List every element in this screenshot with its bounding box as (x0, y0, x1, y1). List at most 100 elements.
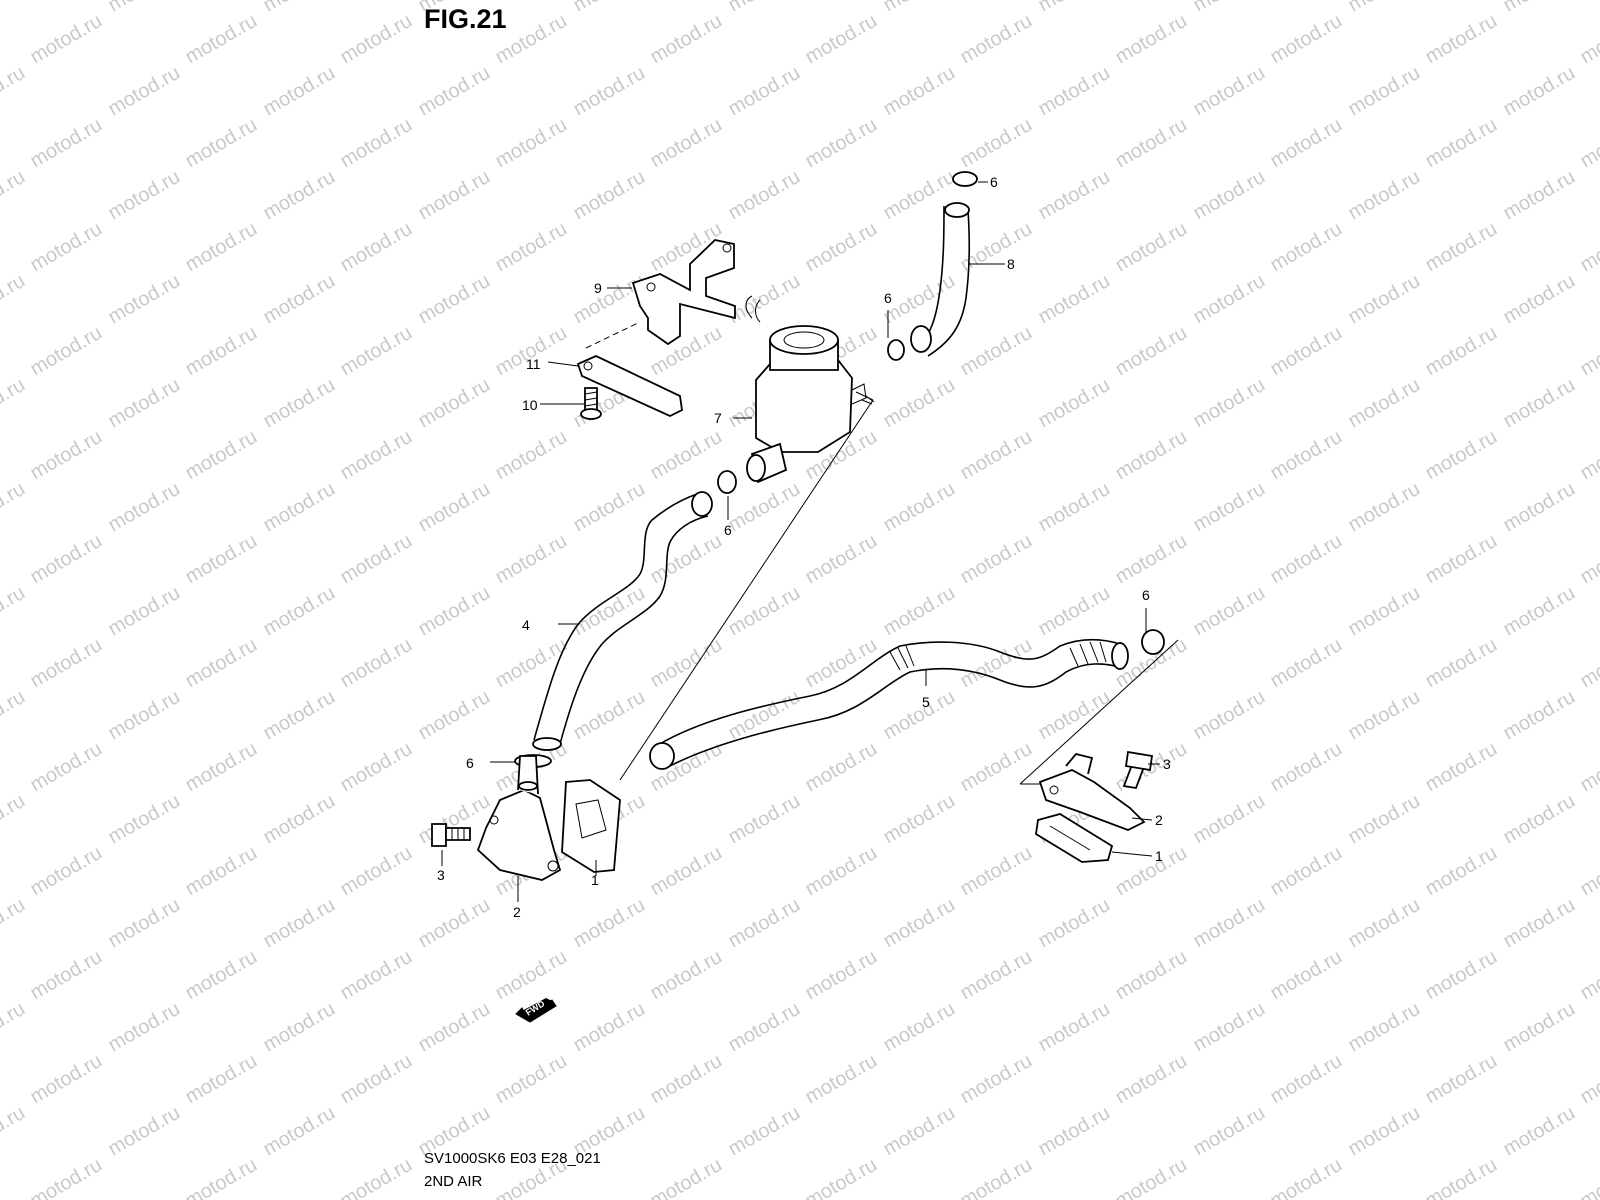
watermark-text: motod.ru (492, 426, 571, 485)
watermark-text: motod.ru (1577, 738, 1600, 797)
watermark-text: motod.ru (415, 582, 494, 641)
watermark-text: motod.ru (1267, 322, 1346, 381)
watermark-text: motod.ru (647, 1050, 726, 1109)
watermark-text: motod.ru (1345, 62, 1424, 121)
watermark-text: motod.ru (1112, 1050, 1191, 1109)
watermark-text: motod.ru (1190, 0, 1269, 16)
part-6-clamp-hose5[interactable] (1141, 629, 1165, 655)
watermark-text: motod.ru (1345, 478, 1424, 537)
watermark-text: motod.ru (1345, 0, 1424, 16)
watermark-text: motod.ru (1577, 946, 1600, 1005)
watermark-text: motod.ru (1267, 946, 1346, 1005)
watermark-text: motod.ru (957, 1050, 1036, 1109)
watermark-text: motod.ru (337, 1154, 416, 1200)
part-5-hose[interactable] (649, 638, 1129, 770)
callout-1-right: 1 (1155, 848, 1163, 864)
watermark-text: motod.ru (880, 478, 959, 537)
part-2-pipe-right[interactable] (1038, 752, 1146, 831)
watermark-text: motod.ru (570, 0, 649, 16)
watermark-text: motod.ru (105, 686, 184, 745)
callout-7: 7 (714, 410, 722, 426)
watermark-text: motod.ru (337, 634, 416, 693)
part-6-clamp-valve-right[interactable] (887, 339, 905, 361)
watermark-text: motod.ru (1190, 998, 1269, 1057)
watermark-text: motod.ru (1500, 1102, 1579, 1161)
watermark-text: motod.ru (1500, 374, 1579, 433)
watermark-text: motod.ru (957, 426, 1036, 485)
watermark-text: motod.ru (802, 218, 881, 277)
watermark-text: motod.ru (492, 946, 571, 1005)
watermark-text: motod.ru (1035, 0, 1114, 16)
watermark-text: motod.ru (260, 894, 339, 953)
part-7-valve[interactable] (745, 295, 867, 484)
part-11-plate[interactable] (576, 355, 683, 417)
watermark-text: motod.ru (725, 270, 804, 329)
watermark-text: motod.ru (725, 62, 804, 121)
watermark-text: motod.ru (260, 374, 339, 433)
watermark-text: motod.ru (260, 62, 339, 121)
callout-4: 4 (522, 617, 530, 633)
watermark-text: motod.ru (1112, 218, 1191, 277)
watermark-text: motod.ru (0, 478, 29, 537)
callout-6-hose5: 6 (1142, 587, 1150, 603)
part-6-clamp-valve-left[interactable] (717, 470, 737, 494)
watermark-text: motod.ru (1267, 1050, 1346, 1109)
callout-8: 8 (1007, 256, 1015, 272)
watermark-text: motod.ru (1267, 842, 1346, 901)
watermark-text: motod.ru (27, 322, 106, 381)
watermark-text: motod.ru (1190, 270, 1269, 329)
part-1-gasket-left[interactable] (561, 779, 621, 873)
watermark-text: motod.ru (337, 114, 416, 173)
watermark-text: motod.ru (1500, 894, 1579, 953)
part-6-clamp-top[interactable] (952, 171, 978, 187)
part-2-pipe-left[interactable] (476, 755, 562, 881)
part-8-hose[interactable] (910, 202, 971, 357)
watermark-text: motod.ru (1035, 1102, 1114, 1161)
watermark-text: motod.ru (182, 842, 261, 901)
watermark-text: motod.ru (1577, 218, 1600, 277)
watermark-text: motod.ru (1577, 634, 1600, 693)
watermark-text: motod.ru (1267, 738, 1346, 797)
callout-1-left: 1 (591, 872, 599, 888)
watermark-text: motod.ru (0, 998, 29, 1057)
watermark-text: motod.ru (0, 62, 29, 121)
figure-code: SV1000SK6 E03 E28_021 (424, 1150, 601, 1167)
watermark-text: motod.ru (337, 946, 416, 1005)
watermark-text: motod.ru (802, 842, 881, 901)
watermark-text: motod.ru (1577, 530, 1600, 589)
watermark-text: motod.ru (880, 0, 959, 16)
part-1-gasket-right[interactable] (1035, 813, 1114, 863)
watermark-text: motod.ru (1422, 1154, 1501, 1200)
watermark-text: motod.ru (1112, 322, 1191, 381)
part-3-bolt-left[interactable] (431, 823, 471, 847)
watermark-text: motod.ru (570, 478, 649, 537)
watermark-text: motod.ru (1422, 114, 1501, 173)
watermark-text: motod.ru (182, 426, 261, 485)
watermark-text: motod.ru (1345, 582, 1424, 641)
part-9-bracket[interactable] (631, 239, 736, 346)
watermark-text: motod.ru (105, 166, 184, 225)
watermark-text: motod.ru (647, 946, 726, 1005)
watermark-text: motod.ru (182, 530, 261, 589)
watermark-text: motod.ru (570, 686, 649, 745)
watermark-text: motod.ru (337, 426, 416, 485)
part-3-bolt-right[interactable] (1122, 750, 1154, 790)
fwd-arrow-icon: FWD (515, 998, 557, 1023)
watermark-text: motod.ru (415, 686, 494, 745)
part-10-screw[interactable] (580, 387, 602, 420)
watermark-text: motod.ru (1500, 790, 1579, 849)
watermark-text: motod.ru (570, 998, 649, 1057)
watermark-text: motod.ru (1345, 166, 1424, 225)
part-4-hose[interactable] (532, 491, 713, 751)
watermark-text: motod.ru (415, 62, 494, 121)
watermark-text: motod.ru (1035, 478, 1114, 537)
watermark-text: motod.ru (1112, 1154, 1191, 1200)
watermark-text: motod.ru (1500, 478, 1579, 537)
watermark-text: motod.ru (647, 114, 726, 173)
watermark-text: motod.ru (0, 166, 29, 225)
watermark-text: motod.ru (570, 894, 649, 953)
watermark-text: motod.ru (880, 582, 959, 641)
watermark-text: motod.ru (260, 0, 339, 16)
watermark-text: motod.ru (1112, 10, 1191, 69)
watermark-text: motod.ru (880, 1102, 959, 1161)
